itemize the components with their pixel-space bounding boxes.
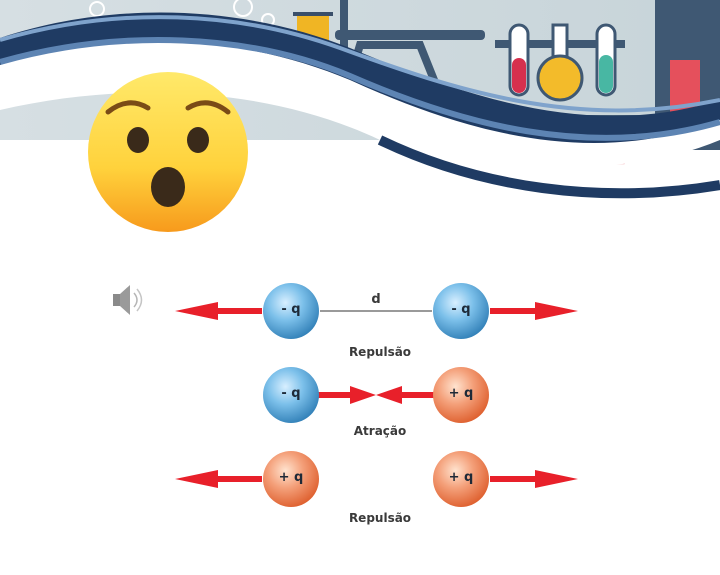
charge-label: + q [448, 386, 474, 401]
row-caption: Atração [353, 424, 407, 438]
charge-sphere-right [433, 367, 489, 423]
charge-label: + q [448, 470, 474, 485]
charge-label: - q [281, 386, 301, 401]
charge-sphere-right [433, 283, 489, 339]
charge-sphere-left [263, 283, 319, 339]
row-repulsion-negative [175, 283, 578, 339]
row-attraction [263, 367, 489, 423]
left-arrow [376, 386, 434, 404]
right-arrow [490, 470, 578, 488]
charge-label: - q [451, 302, 471, 317]
charge-label: - q [281, 302, 301, 317]
right-arrow [490, 302, 578, 320]
astonished-face-icon [88, 72, 248, 232]
charge-sphere-left [263, 451, 319, 507]
left-arrow [175, 470, 262, 488]
row-repulsion-positive [175, 451, 578, 507]
charge-sphere-left [263, 367, 319, 423]
distance-label: d [371, 292, 381, 307]
row-caption: Repulsão [348, 345, 412, 359]
charge-sphere-right [433, 451, 489, 507]
left-arrow [175, 302, 262, 320]
lab-glassware-banner [0, 0, 720, 203]
row-caption: Repulsão [348, 511, 412, 525]
charge-label: + q [278, 470, 304, 485]
speaker-icon[interactable] [113, 285, 143, 315]
right-arrow [318, 386, 376, 404]
